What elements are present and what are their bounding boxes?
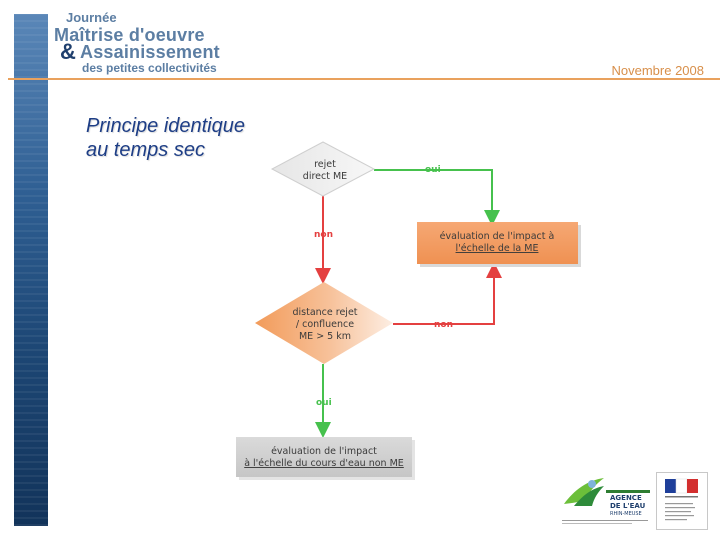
water-background-strip [14,14,48,526]
box-impact-cours-eau-line1: évaluation de l'impact [271,446,377,457]
slide-title-line2: au temps sec [86,139,205,161]
slide-title-line1: Principe identique [86,115,245,137]
box-impact-me-line2: l'échelle de la ME [456,243,539,254]
event-title-line3: Assainissement [80,42,220,62]
event-title-line2: Maîtrise d'oeuvre [54,25,205,45]
agence-eau-logo: AGENCE DE L'EAU RHIN-MEUSE [562,478,650,524]
label-oui-1: oui [425,165,441,175]
label-oui-2: oui [316,398,332,408]
box-impact-me [417,222,578,264]
box-impact-me-line1: évaluation de l'impact à [440,231,555,242]
event-date: Novembre 2008 [611,63,705,78]
decision1-line1: rejet [314,159,336,170]
edge-d1-oui [374,169,500,226]
slide-title: Principe identique au temps sec [86,114,245,162]
header-divider [8,78,720,80]
decision2-line2: / confluence [296,319,354,330]
decision2-line3: ME > 5 km [299,331,351,342]
event-title-ampersand: & [60,39,76,64]
event-title-line1: Journée [66,10,117,25]
event-title-line4: des petites collectivités [82,61,217,75]
edge-d2-non [393,262,502,325]
box-impact-cours-eau-line2: à l'échelle du cours d'eau non ME [244,458,404,469]
decision2-line1: distance rejet [292,307,357,318]
republique-francaise-logo [656,472,708,530]
box-impact-cours-eau [236,437,412,477]
label-non-1: non [314,230,333,240]
label-non-2: non [434,320,453,330]
svg-text:AGENCE: AGENCE [610,494,642,502]
svg-text:RHIN-MEUSE: RHIN-MEUSE [610,511,642,517]
decision-rejet-direct [270,141,376,197]
svg-text:DE L'EAU: DE L'EAU [610,502,646,510]
decision-distance-rejet [255,282,393,364]
decision1-line2: direct ME [303,171,347,182]
